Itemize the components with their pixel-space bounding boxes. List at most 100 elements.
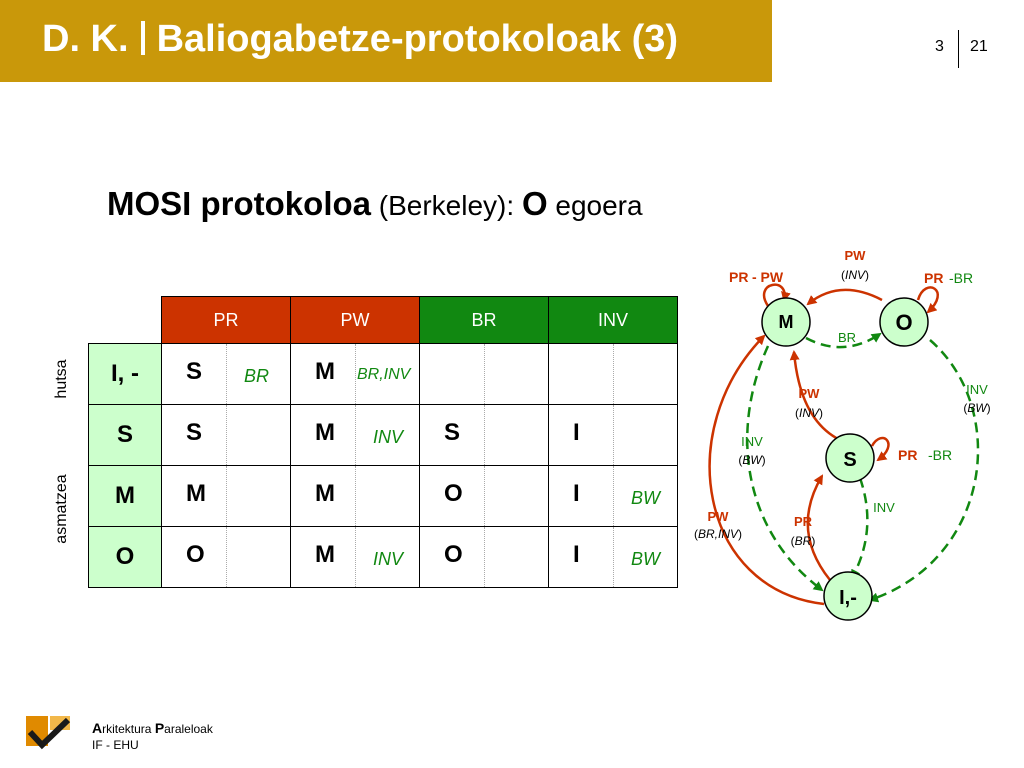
label-br-o: -BR — [949, 270, 973, 286]
cell-action: BR — [244, 366, 270, 386]
edge-m-to-o-br — [805, 332, 882, 349]
row-label: M — [88, 465, 162, 527]
table-cell: O — [161, 526, 291, 588]
label-bw-o-right-wrap: (BW) — [963, 401, 990, 415]
page-current: 3 — [935, 38, 944, 55]
row-label: O — [88, 526, 162, 588]
footer-org: Arkitektura Paraleloak — [92, 720, 213, 736]
loop-o — [916, 286, 939, 314]
label-brinv-left-wrap: (BR,INV) — [694, 527, 742, 541]
label-bw-o-right: BW — [967, 401, 988, 415]
label-inv-s-left: INV — [741, 434, 763, 449]
cell-action: INV — [373, 427, 404, 447]
title-main: Baliogabetze-protokoloak (3) — [156, 18, 679, 60]
node-i-circle — [823, 571, 873, 621]
table-cell: I BW — [548, 526, 678, 588]
edge-o-to-i-inv — [868, 339, 980, 603]
edge-s-to-m-pw — [789, 350, 841, 442]
checkmark-logo-icon — [26, 716, 71, 750]
table-cell: S — [419, 404, 549, 466]
label-brinv-left: BR,INV — [698, 527, 739, 541]
label-inv-top-wrap: (INV) — [841, 268, 869, 282]
table-row: O O M INV O I BW — [88, 526, 678, 588]
cell-state: I — [573, 480, 580, 507]
edge-m-to-i-inv — [746, 345, 824, 592]
cell-action: BW — [631, 488, 660, 508]
column-header-pr: PR — [161, 296, 291, 344]
node-m-label: M — [779, 312, 794, 332]
cell-state: I — [573, 419, 580, 446]
subtitle-egoera: egoera — [547, 190, 643, 221]
footer-institution: IF - EHU — [92, 738, 139, 752]
table-header-row: PR PW BR INV — [88, 296, 678, 344]
cell-state: I — [573, 541, 580, 568]
table-cell: O — [419, 526, 549, 588]
table-cell: M INV — [290, 526, 420, 588]
page-total: 21 — [970, 38, 988, 55]
label-pr-is: PR — [794, 514, 813, 529]
cell-state: S — [186, 358, 203, 385]
label-pr-m: PR — [729, 269, 748, 285]
label-pr-o: PR — [924, 270, 943, 286]
label-bw-s-left: BW — [742, 453, 763, 467]
cell-state: O — [444, 541, 463, 568]
node-i-label: I,- — [839, 587, 857, 609]
side-label-hutsa: hutsa — [53, 359, 70, 399]
table-cell: S — [161, 404, 291, 466]
label-inv-si: INV — [873, 500, 895, 515]
cell-state: M — [315, 541, 335, 568]
subtitle-protocol: MOSI protokoloa — [107, 185, 371, 222]
cell-state: M — [315, 480, 335, 507]
edge-i-to-s-pr — [806, 474, 831, 581]
cell-state: M — [315, 419, 335, 446]
table-cell: O — [419, 465, 549, 527]
label-pw-m: - PW — [752, 269, 784, 285]
footer-araleloak: araleloak — [164, 722, 213, 736]
cell-action: INV — [373, 549, 404, 569]
edge-s-to-i-inv — [850, 477, 869, 580]
footer-initial-p: P — [154, 720, 165, 736]
table-cell: I BW — [548, 465, 678, 527]
table-cell: M — [161, 465, 291, 527]
title-separator — [140, 21, 145, 55]
label-bw-s-left-wrap: (BW) — [738, 453, 765, 467]
table-cell: M — [290, 465, 420, 527]
table-row: M M M O I BW — [88, 465, 678, 527]
cell-action: BW — [631, 549, 660, 569]
node-m-circle — [761, 297, 811, 347]
label-pw-top: PW — [845, 248, 867, 263]
label-br-is-wrap: (BR) — [791, 534, 816, 548]
node-o-label: O — [895, 310, 912, 335]
row-label: I, - — [88, 343, 162, 405]
label-inv-o-right: INV — [966, 382, 988, 397]
edge-i-to-m-pw — [708, 334, 825, 606]
loop-s — [870, 436, 890, 462]
subtitle: MOSI protokoloa (Berkeley): O egoera — [107, 185, 643, 223]
column-header-br: BR — [419, 296, 549, 344]
footer-rkitektura: rkitektura — [102, 722, 155, 736]
table-corner — [88, 296, 162, 344]
node-o-circle — [879, 297, 929, 347]
table-cell: I — [548, 404, 678, 466]
table-cell — [548, 343, 678, 405]
cell-state: M — [186, 480, 206, 507]
label-pw-sm: PW — [799, 386, 821, 401]
slide-title: D. K.Baliogabetze-protokoloak (3) — [42, 18, 678, 61]
label-br-s: -BR — [928, 447, 952, 463]
label-inv-top: INV — [845, 268, 866, 282]
label-br-is: BR — [795, 534, 812, 548]
cell-state: M — [315, 358, 335, 385]
subtitle-berkeley: (Berkeley): — [371, 190, 522, 221]
loop-m — [762, 283, 791, 307]
cell-state: S — [444, 419, 461, 446]
page-divider — [958, 30, 959, 68]
footer-initial-a: A — [92, 720, 103, 736]
node-s-label: S — [843, 449, 856, 471]
cell-state: S — [186, 419, 203, 446]
edge-o-to-m-pw — [806, 288, 883, 306]
label-br-om: BR — [838, 330, 856, 345]
table-cell: S BR — [161, 343, 291, 405]
